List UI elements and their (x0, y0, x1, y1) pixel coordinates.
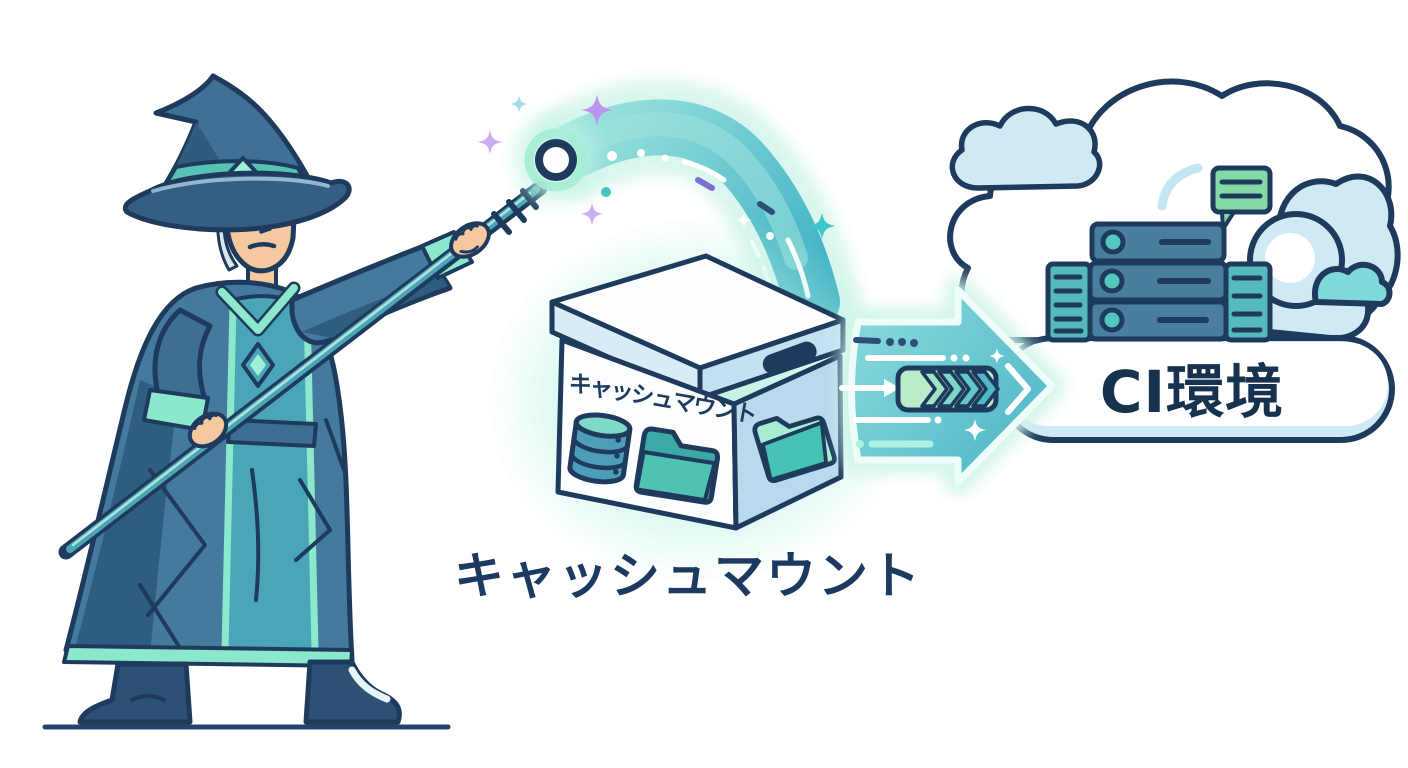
puff-teal (1311, 261, 1393, 307)
robe-inner-panel (222, 294, 318, 654)
glow-orb-icon (500, 104, 612, 216)
robe-shadow-panel (74, 380, 178, 656)
wizard-figure (42, 73, 548, 730)
sparkle-icon (477, 129, 503, 155)
mini-cloud-icon (949, 105, 1103, 191)
flow-arrow-icon (838, 277, 1065, 495)
upper-sleeve (289, 243, 453, 346)
right-boot-highlight (348, 666, 391, 703)
chevron-badge-icon (895, 365, 1000, 413)
caption-label: キャッシュマウント (454, 547, 922, 605)
ci-label-pill (999, 335, 1395, 443)
robe-collar-mint (218, 284, 298, 334)
wizard-hat-icon (122, 73, 352, 233)
puff-ring-inner (1265, 233, 1315, 283)
server-unit-bottom (1087, 299, 1229, 342)
upper-hand (449, 221, 491, 259)
left-boot (77, 661, 193, 725)
server-unit-middle (1087, 260, 1229, 303)
database-icon (567, 412, 633, 485)
arrow-speed-lines (839, 354, 970, 448)
mouth-frown (247, 242, 277, 250)
ci-environment-label: CI環境 (1100, 358, 1284, 426)
handle-cutout-icon (762, 341, 817, 374)
sparkle-icon (510, 95, 528, 113)
hat-brim-highlight (151, 176, 330, 193)
pill-inner (1006, 342, 1388, 426)
server-rack-icon (1045, 221, 1273, 343)
folder-icon (633, 426, 721, 505)
chest-diamond-gem (250, 354, 266, 376)
folder-side-icon (752, 415, 837, 484)
orb-core (535, 139, 577, 181)
arrow-white-chevron (1005, 363, 1031, 415)
speech-bubble-icon (1210, 165, 1273, 231)
server-unit-top (1089, 221, 1227, 264)
robe-mint-trim-left (221, 300, 237, 654)
cloud-inner-detail (1157, 163, 1203, 211)
cache-box: キャッシュマウント (485, 215, 915, 585)
orb-mint-ring (524, 128, 588, 192)
arrow-navy-marks (853, 337, 918, 347)
stream-inner-light (566, 112, 808, 270)
lower-hand (187, 411, 229, 449)
left-boot-crease (130, 694, 166, 702)
